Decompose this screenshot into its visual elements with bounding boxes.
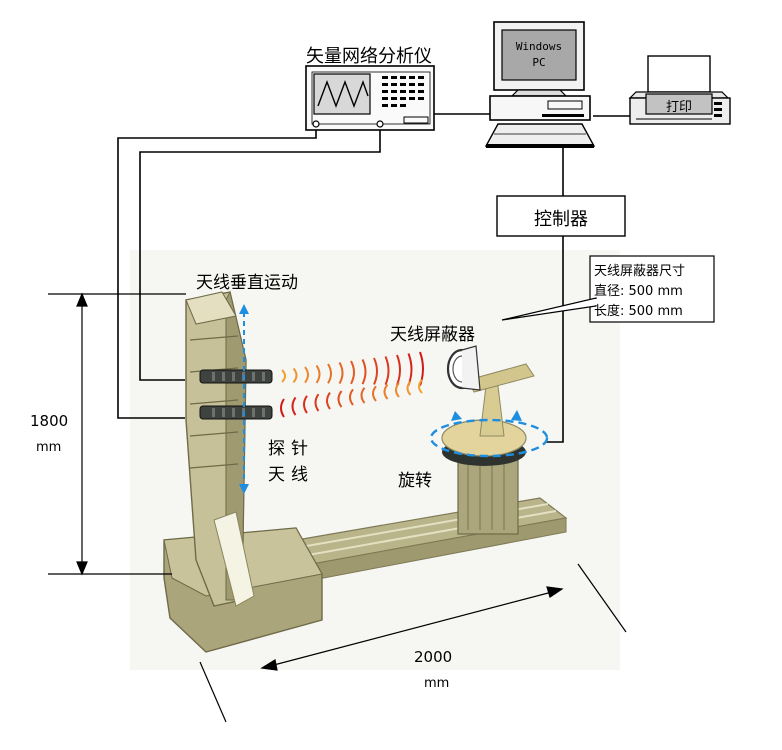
- wave-arc-lower: [383, 383, 389, 400]
- cables: [117, 113, 632, 443]
- cable-vna-to-lower-probe: [117, 128, 317, 419]
- probe-label-line1: 探针: [268, 439, 314, 459]
- wave-arc-upper: [292, 367, 298, 383]
- cable-vna-to-upper-probe: [139, 128, 381, 381]
- probe-label-line2: 天线: [268, 465, 314, 485]
- wave-arc-upper: [304, 366, 309, 384]
- rotation-indicator: [429, 410, 549, 458]
- wave-arc-lower: [337, 390, 343, 408]
- rotation-arrow-left-icon: [451, 411, 462, 421]
- wave-arc-upper: [315, 364, 321, 384]
- vertical-motion-label: 天线垂直运动: [196, 273, 298, 293]
- vna-port-1: [312, 120, 320, 128]
- wave-arc-lower: [314, 393, 320, 412]
- arrow-down-icon: [239, 484, 249, 494]
- tower-brace: [213, 511, 255, 607]
- wave-arc-upper: [373, 357, 378, 385]
- wave-arc-lower: [372, 385, 377, 402]
- vna-screen: [313, 73, 371, 115]
- wave-arc-upper: [361, 359, 367, 385]
- pc-keyboard: [484, 123, 596, 147]
- pc-screen: [501, 29, 577, 81]
- vna-label: 矢量网络分析仪: [306, 46, 432, 67]
- pc-screen-line2: PC: [532, 56, 546, 69]
- vna-slot: [403, 116, 429, 124]
- waveform-icon: [317, 79, 369, 108]
- vna-port-2: [376, 120, 384, 128]
- rotation-arrow-right-icon: [511, 410, 522, 421]
- probe-antennas: [199, 369, 273, 420]
- wave-arc-lower: [326, 392, 331, 410]
- antenna-shield: [446, 345, 481, 391]
- vertical-motion-indicator: [239, 304, 249, 494]
- vna-instrument: [305, 65, 435, 131]
- length-value: 2000: [414, 648, 453, 666]
- wave-arc-upper: [338, 362, 344, 384]
- controller-label: 控制器: [534, 209, 588, 230]
- shield-info-box: [589, 255, 715, 323]
- wave-arc-lower: [395, 382, 400, 398]
- radiation-waves: [280, 351, 424, 418]
- wave-arc-upper: [384, 356, 390, 386]
- wave-arc-lower: [406, 380, 412, 396]
- printer-paper: [647, 55, 711, 93]
- printer-label-panel: [645, 93, 713, 115]
- pc-screen-line1: Windows: [515, 40, 563, 53]
- shield-label: 天线屏蔽器: [390, 325, 475, 345]
- wave-arc-lower: [418, 379, 423, 394]
- shield-info-line3: 长度: 500 mm: [594, 304, 683, 319]
- height-unit: mm: [36, 440, 62, 455]
- length-dimension: [199, 563, 627, 723]
- wave-arc-upper: [350, 360, 355, 385]
- upper-probe-antenna: [199, 369, 273, 384]
- cable-controller-to-turntable: [546, 236, 564, 443]
- wave-arc-lower: [349, 388, 354, 406]
- vna-keypad: [382, 76, 424, 107]
- shield-info-line2: 直径: 500 mm: [594, 284, 683, 299]
- controller-box: [496, 195, 626, 237]
- rotation-label: 旋转: [398, 471, 432, 491]
- height-dimension: [48, 292, 186, 576]
- length-unit: mm: [424, 676, 450, 691]
- turntable-assembly: [441, 363, 535, 535]
- wave-arc-upper: [396, 354, 401, 386]
- height-value: 1800: [30, 412, 69, 430]
- printer-device: [628, 55, 731, 125]
- pc-computer: [484, 21, 596, 148]
- lower-probe-antenna: [199, 405, 273, 420]
- wave-arc-upper: [281, 369, 286, 383]
- arrow-up-icon: [239, 304, 249, 314]
- shield-info-line1: 天线屏蔽器尺寸: [594, 264, 686, 279]
- wave-arc-lower: [280, 398, 285, 418]
- wave-arc-upper: [327, 363, 332, 384]
- wave-arc-lower: [291, 396, 297, 416]
- wave-arc-lower: [360, 387, 366, 404]
- wave-arc-lower: [303, 395, 308, 414]
- printer-label: 打印: [665, 100, 692, 115]
